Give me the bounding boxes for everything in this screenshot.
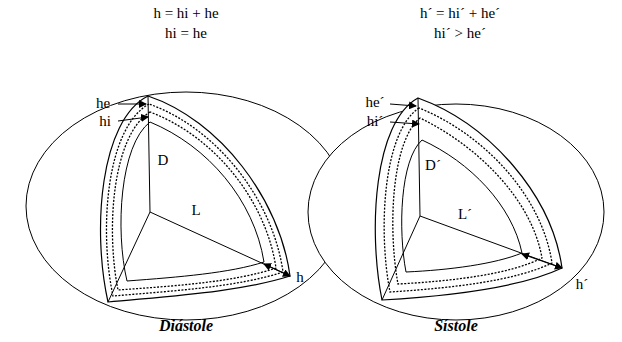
dimension-label: hi´ [367, 114, 384, 129]
phase-caption: Diástole [159, 318, 213, 334]
dimension-label: h = hi + he [153, 6, 218, 21]
dimension-label: h´ [576, 277, 589, 292]
dimension-label: he´ [365, 95, 384, 110]
dimension-label: hi [99, 114, 111, 129]
dimension-label: h [296, 270, 304, 285]
dimension-label: D [158, 153, 169, 168]
dimension-label: L´ [458, 207, 472, 222]
dimension-label: h´ = hi´ + he´ [420, 6, 500, 21]
phase-caption: Sístole [434, 318, 478, 334]
dimension-label: L [191, 203, 200, 218]
dimension-label: hi = he [165, 26, 207, 41]
dimension-label: hi´ > he´ [434, 26, 486, 41]
dimension-label: D´ [425, 158, 441, 173]
dimension-label: he [96, 96, 110, 111]
